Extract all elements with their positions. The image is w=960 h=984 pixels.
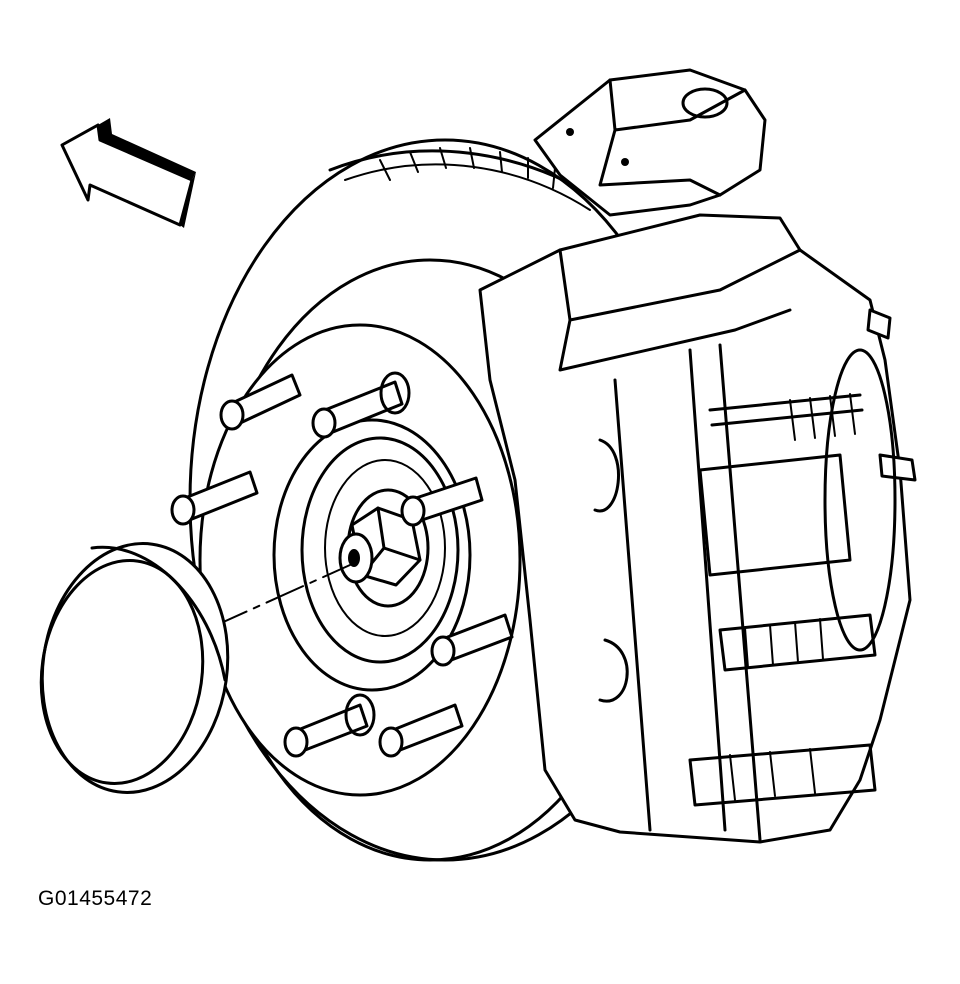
wheel-stud xyxy=(400,476,484,527)
wheel-stud xyxy=(170,470,259,526)
wheel-stud xyxy=(378,703,464,758)
wheel-stud xyxy=(311,371,411,439)
brake-caliper xyxy=(478,213,917,844)
arrow-up-left-icon xyxy=(60,118,196,228)
wheel-stud xyxy=(283,693,376,758)
centerline xyxy=(209,564,351,629)
hub-dust-cap xyxy=(39,542,230,794)
wheel-stud xyxy=(219,373,302,431)
figure-id-label: G01455472 xyxy=(38,887,153,910)
wheel-stud xyxy=(430,613,514,667)
wheel-studs xyxy=(170,371,514,758)
caliper-bracket xyxy=(533,68,767,217)
